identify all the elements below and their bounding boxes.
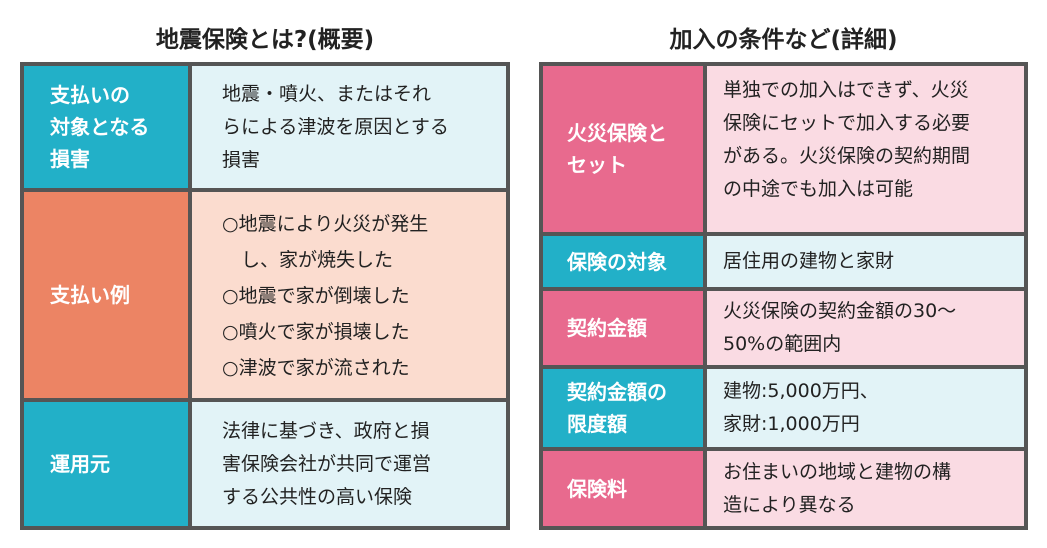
row-value: 法律に基づき、政府と損 害保険会社が共同で運営 する公共性の高い保険 xyxy=(192,402,506,526)
row-value: 地震・噴火、またはそれ らによる津波を原因とする 損害 xyxy=(192,66,506,188)
row-value: 単独での加入はできず、火災 保険にセットで加入する必要 がある。火災保険の契約期… xyxy=(707,66,1024,232)
table-row: 契約金額 火災保険の契約金額の30～ 50%の範囲内 xyxy=(543,291,1024,365)
table-row: 運用元 法律に基づき、政府と損 害保険会社が共同で運営 する公共性の高い保険 xyxy=(24,402,506,526)
list-item: し、家が焼失した xyxy=(222,249,394,271)
overview-title: 地震保険とは?(概要) xyxy=(155,27,375,53)
table-row: 支払い例 ○地震により火災が発生 し、家が焼失した ○地震で家が倒壊した ○噴火… xyxy=(24,192,506,398)
row-label: 火災保険と セット xyxy=(543,66,703,232)
table-row: 契約金額の 限度額 建物:5,000万円、 家財:1,000万円 xyxy=(543,369,1024,447)
row-value: 火災保険の契約金額の30～ 50%の範囲内 xyxy=(707,291,1024,365)
row-value: お住まいの地域と建物の構 造により異なる xyxy=(707,451,1024,526)
list-item: ○地震により火災が発生 xyxy=(222,213,429,235)
table-row: 火災保険と セット 単独での加入はできず、火災 保険にセットで加入する必要 があ… xyxy=(543,66,1024,232)
row-value: 居住用の建物と家財 xyxy=(707,236,1024,287)
list-item: ○地震で家が倒壊した xyxy=(222,285,410,307)
row-label: 保険の対象 xyxy=(543,236,703,287)
overview-table: 支払いの 対象となる 損害 地震・噴火、またはそれ らによる津波を原因とする 損… xyxy=(20,62,510,530)
row-label: 保険料 xyxy=(543,451,703,526)
row-label: 運用元 xyxy=(24,402,188,526)
details-table: 火災保険と セット 単独での加入はできず、火災 保険にセットで加入する必要 があ… xyxy=(539,62,1028,530)
list-item: ○津波で家が流された xyxy=(222,357,410,379)
example-list: ○地震により火災が発生 し、家が焼失した ○地震で家が倒壊した ○噴火で家が損壊… xyxy=(192,192,506,398)
row-label: 契約金額の 限度額 xyxy=(543,369,703,447)
row-label: 支払いの 対象となる 損害 xyxy=(24,66,188,188)
table-row: 保険の対象 居住用の建物と家財 xyxy=(543,236,1024,287)
details-title: 加入の条件など(詳細) xyxy=(669,27,898,53)
table-row: 支払いの 対象となる 損害 地震・噴火、またはそれ らによる津波を原因とする 損… xyxy=(24,66,506,188)
row-label: 支払い例 xyxy=(24,192,188,398)
row-value: 建物:5,000万円、 家財:1,000万円 xyxy=(707,369,1024,447)
list-item: ○噴火で家が損壊した xyxy=(222,321,410,343)
row-label: 契約金額 xyxy=(543,291,703,365)
table-row: 保険料 お住まいの地域と建物の構 造により異なる xyxy=(543,451,1024,526)
